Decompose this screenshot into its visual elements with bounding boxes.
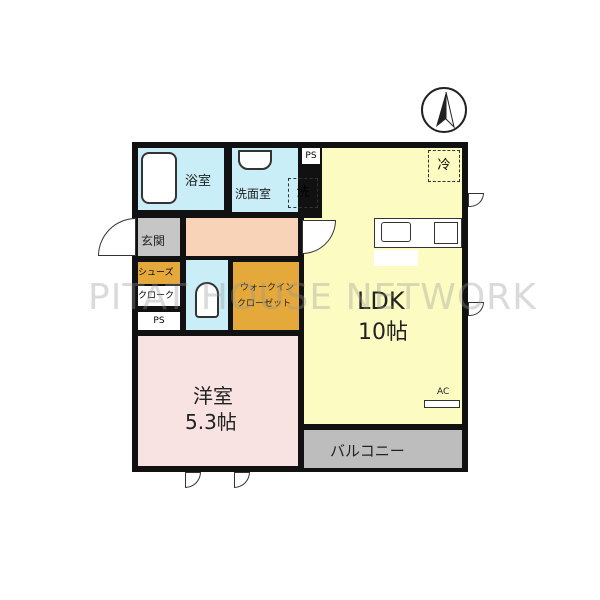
walkin-label-2: クローゼット: [237, 299, 292, 309]
western-room-name: 洋室: [193, 384, 233, 408]
entrance-door[interactable]: [98, 218, 136, 256]
bath-label: 浴室: [185, 174, 212, 189]
washer-space: 洗: [288, 178, 318, 208]
ldk-size: 10帖: [358, 320, 408, 345]
air-conditioner: [424, 400, 460, 408]
entrance-label: 玄関: [141, 234, 166, 248]
ldk-name: LDK: [357, 287, 405, 315]
north-compass-icon: [421, 87, 467, 133]
western-room: [138, 336, 298, 466]
ps-left: PS: [138, 312, 180, 330]
sink-icon: [238, 150, 272, 170]
ac-label: AC: [437, 387, 450, 397]
cloak: クローク: [138, 286, 180, 306]
bathtub-icon: [141, 152, 177, 204]
window-right[interactable]: [468, 193, 484, 207]
walk-in-closet: [233, 262, 299, 330]
entrance: [138, 218, 180, 256]
western-room-size: 5.3帖: [185, 410, 237, 434]
walkin-label-1: ウォークイン: [240, 283, 295, 293]
shoe-closet: シューズ: [138, 262, 180, 284]
hallway: [186, 218, 298, 256]
balcony: [304, 430, 462, 468]
toilet-icon: [195, 282, 219, 318]
kitchen-storage: [374, 250, 418, 266]
watermark: PITAT HOUSE NETWORK: [88, 277, 537, 318]
washroom-label: 洗面室: [235, 187, 272, 201]
stove-icon: [434, 222, 458, 244]
window-door[interactable]: [185, 472, 201, 488]
fridge-vent: 冷: [428, 150, 460, 182]
sink-icon: [381, 222, 411, 242]
window-door[interactable]: [234, 472, 250, 488]
balcony-label: バルコニー: [330, 442, 405, 460]
ldk-room: [304, 148, 462, 424]
ps-top: PS: [302, 148, 320, 164]
